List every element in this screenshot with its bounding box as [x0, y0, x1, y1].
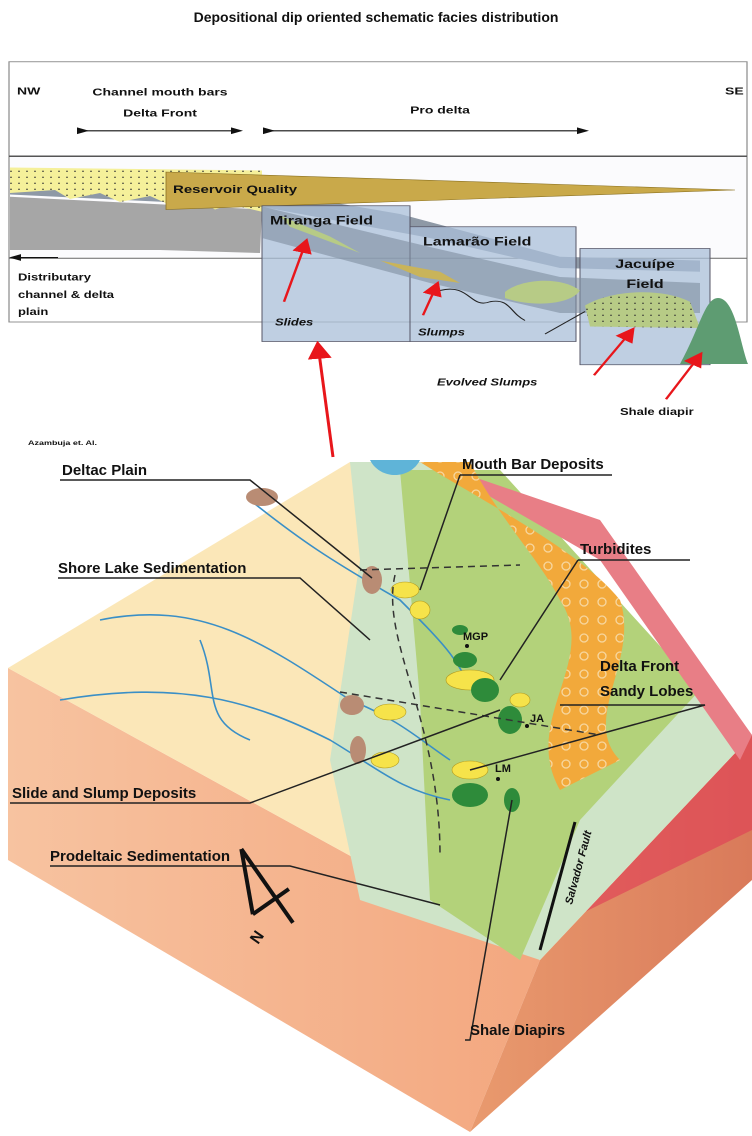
distributary-label-1: Distributary [18, 273, 92, 283]
slumps-label: Slumps [418, 328, 465, 338]
sandy-lobes-label: Sandy Lobes [600, 683, 693, 700]
pink-zone [430, 462, 752, 760]
delta-front-label-2: Delta Front [123, 107, 197, 119]
delta-front-label: Delta Front [600, 658, 679, 675]
shale-diapirs-label: Shale Diapirs [470, 1022, 565, 1039]
block-diagram: Salvador Fault MGP JA LM N Deltac Plain … [8, 456, 752, 1132]
shale-diapir-label: Shale diapir [620, 407, 694, 417]
distributary-label-2: channel & delta [18, 290, 115, 300]
reservoir-quality-label: Reservoir Quality [173, 183, 298, 196]
figure-title: Depositional dip oriented schematic faci… [194, 9, 559, 25]
jacuipe-field-label-2: Field [626, 277, 663, 291]
slide-slump-label: Slide and Slump Deposits [12, 785, 196, 802]
callout-arrows [282, 238, 703, 458]
pro-delta-label: Pro delta [410, 104, 470, 116]
turbidites-label: Turbidites [580, 541, 651, 558]
slides-label: Slides [275, 318, 313, 328]
shore-lake-patches [246, 488, 382, 764]
delta-front-label-1: Channel mouth bars [92, 86, 227, 98]
slump-body [505, 280, 580, 304]
mouth-bar-label: Mouth Bar Deposits [462, 456, 604, 473]
leader-lines [10, 474, 706, 1041]
mgp-label: MGP [463, 631, 488, 643]
prodelta-green-zone [400, 470, 700, 960]
lm-label: LM [495, 763, 511, 775]
jacuipe-field-label-1: Jacuípe [615, 257, 675, 271]
salvador-fault-line [538, 821, 577, 951]
lamarao-field-label: Lamarão Field [423, 234, 531, 248]
shale-diapir-body [680, 298, 748, 364]
credit-label: Azambuja et. Al. [28, 439, 97, 447]
se-label: SE [725, 85, 744, 97]
prodeltaic-label: Prodeltaic Sedimentation [50, 848, 230, 865]
nw-label: NW [17, 85, 41, 97]
distributary-label-3: plain [18, 308, 48, 318]
north-arrow-icon [239, 847, 295, 924]
shale-diapir-patches [452, 625, 522, 812]
cross-section-panel: NW SE Channel mouth bars Delta Front Pro… [8, 61, 748, 458]
shore-lake-label: Shore Lake Sedimentation [58, 560, 246, 577]
evolved-slumps-label: Evolved Slumps [437, 378, 537, 388]
reservoir-quality-wedge [165, 171, 736, 210]
deltaic-plain-label: Deltac Plain [62, 462, 147, 479]
miranga-field-label: Miranga Field [270, 213, 373, 227]
dashed-boundaries [339, 564, 601, 856]
ja-label: JA [530, 713, 544, 725]
